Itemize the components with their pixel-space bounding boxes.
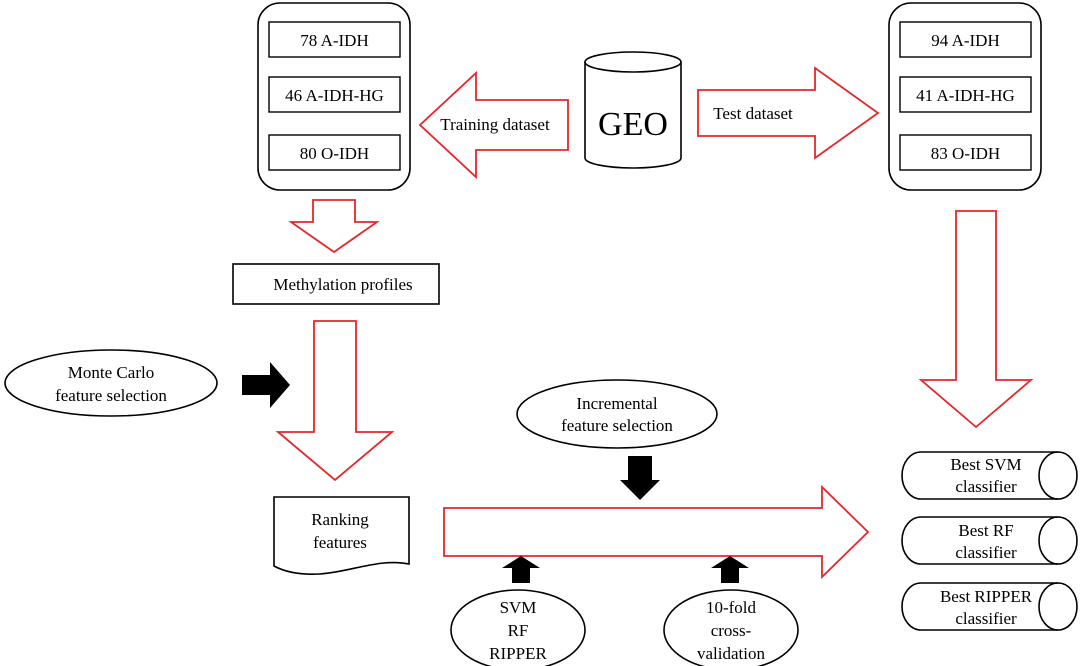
- training-a-idh-box: [268, 21, 401, 58]
- best-ripper-line2: classifier: [955, 609, 1017, 628]
- training-arrow-shape: [418, 70, 569, 180]
- cross-validation-black-arrow: [711, 556, 749, 583]
- incremental-line2: feature selection: [561, 416, 673, 435]
- test-samples-group: 94 A-IDH 41 A-IDH-HG 83 O-IDH: [888, 2, 1042, 191]
- cross-validation-ellipse: [663, 589, 799, 666]
- best-classifiers: Best SVM classifier Best RF classifier B…: [901, 451, 1078, 631]
- geo-cylinder-top: [584, 51, 682, 73]
- monte-carlo-line2: feature selection: [55, 386, 167, 405]
- test-o-idh-box: [899, 134, 1032, 171]
- training-dataset-arrow: Training dataset: [418, 70, 569, 180]
- ranking-features-line2: features: [313, 533, 367, 552]
- best-ripper-line1: Best RIPPER: [940, 587, 1033, 606]
- incremental-ellipse: [516, 379, 718, 449]
- algorithm-rf: RF: [508, 621, 529, 640]
- down-arrow-test-to-classifiers: [918, 210, 1034, 429]
- down-arrow-methylation-to-ranking: [275, 320, 395, 482]
- incremental-line1: Incremental: [576, 394, 657, 413]
- test-arrow-label: Test dataset: [713, 104, 793, 123]
- horizontal-arrow-ranking-to-classifiers: [443, 484, 870, 580]
- best-rf-line2: classifier: [955, 543, 1017, 562]
- algorithms-ellipse: [450, 589, 586, 666]
- test-a-idh-box: [899, 21, 1032, 58]
- geo-cylinder-body: [584, 62, 682, 169]
- algorithm-svm: SVM: [500, 598, 537, 617]
- geo-label: GEO: [598, 106, 668, 143]
- methylation-profiles-box: [232, 263, 440, 305]
- algorithms-group: SVM RF RIPPER: [450, 556, 586, 666]
- training-a-idh-hg-box: [268, 76, 401, 113]
- training-a-idh-label: 78 A-IDH: [300, 31, 368, 50]
- best-svm-cylinder-cap: [1038, 451, 1059, 500]
- incremental-black-arrow: [620, 456, 660, 500]
- test-o-idh-label: 83 O-IDH: [931, 144, 1000, 163]
- test-a-idh-hg-box: [899, 76, 1032, 113]
- algorithm-ripper: RIPPER: [489, 644, 547, 663]
- training-o-idh-label: 80 O-IDH: [300, 144, 369, 163]
- methylation-profiles-label: Methylation profiles: [273, 275, 412, 294]
- monte-carlo-feature-selection: Monte Carlo feature selection: [4, 349, 218, 417]
- incremental-feature-selection: Incremental feature selection: [516, 379, 718, 449]
- training-a-idh-hg-label: 46 A-IDH-HG: [285, 86, 384, 105]
- ranking-features: Ranking features: [273, 496, 410, 575]
- best-svm-line2: classifier: [955, 477, 1017, 496]
- test-a-idh-hg-label: 41 A-IDH-HG: [916, 86, 1015, 105]
- test-arrow-shape: [697, 66, 880, 160]
- monte-carlo-line1: Monte Carlo: [68, 363, 154, 382]
- algorithms-black-arrow: [502, 556, 540, 583]
- best-rf-line1: Best RF: [958, 521, 1013, 540]
- best-ripper-cylinder-cap: [1038, 582, 1059, 631]
- cross-validation-group: 10-fold cross- validation: [663, 556, 799, 666]
- cross-validation-line2: cross-: [711, 621, 752, 640]
- methylation-profiles: Methylation profiles: [232, 263, 440, 305]
- best-ripper-classifier: Best RIPPER classifier: [901, 582, 1078, 631]
- best-svm-classifier: Best SVM classifier: [901, 451, 1078, 500]
- best-svm-line1: Best SVM: [950, 455, 1021, 474]
- monte-carlo-black-arrow: [242, 362, 290, 408]
- test-a-idh-label: 94 A-IDH: [931, 31, 999, 50]
- test-dataset-arrow: Test dataset: [697, 66, 880, 160]
- monte-carlo-ellipse: [4, 349, 218, 417]
- training-samples-group: 78 A-IDH 46 A-IDH-HG 80 O-IDH: [257, 2, 411, 191]
- ranking-features-line1: Ranking: [311, 510, 369, 529]
- cross-validation-line3: validation: [697, 644, 765, 663]
- training-o-idh-box: [268, 134, 401, 171]
- cross-validation-line1: 10-fold: [706, 598, 757, 617]
- training-arrow-label: Training dataset: [440, 115, 550, 134]
- best-rf-cylinder-cap: [1038, 516, 1059, 565]
- geo-database: GEO: [584, 51, 682, 169]
- best-rf-classifier: Best RF classifier: [901, 516, 1078, 565]
- down-arrow-training-to-methylation: [288, 199, 380, 254]
- ranking-features-document: [273, 496, 410, 575]
